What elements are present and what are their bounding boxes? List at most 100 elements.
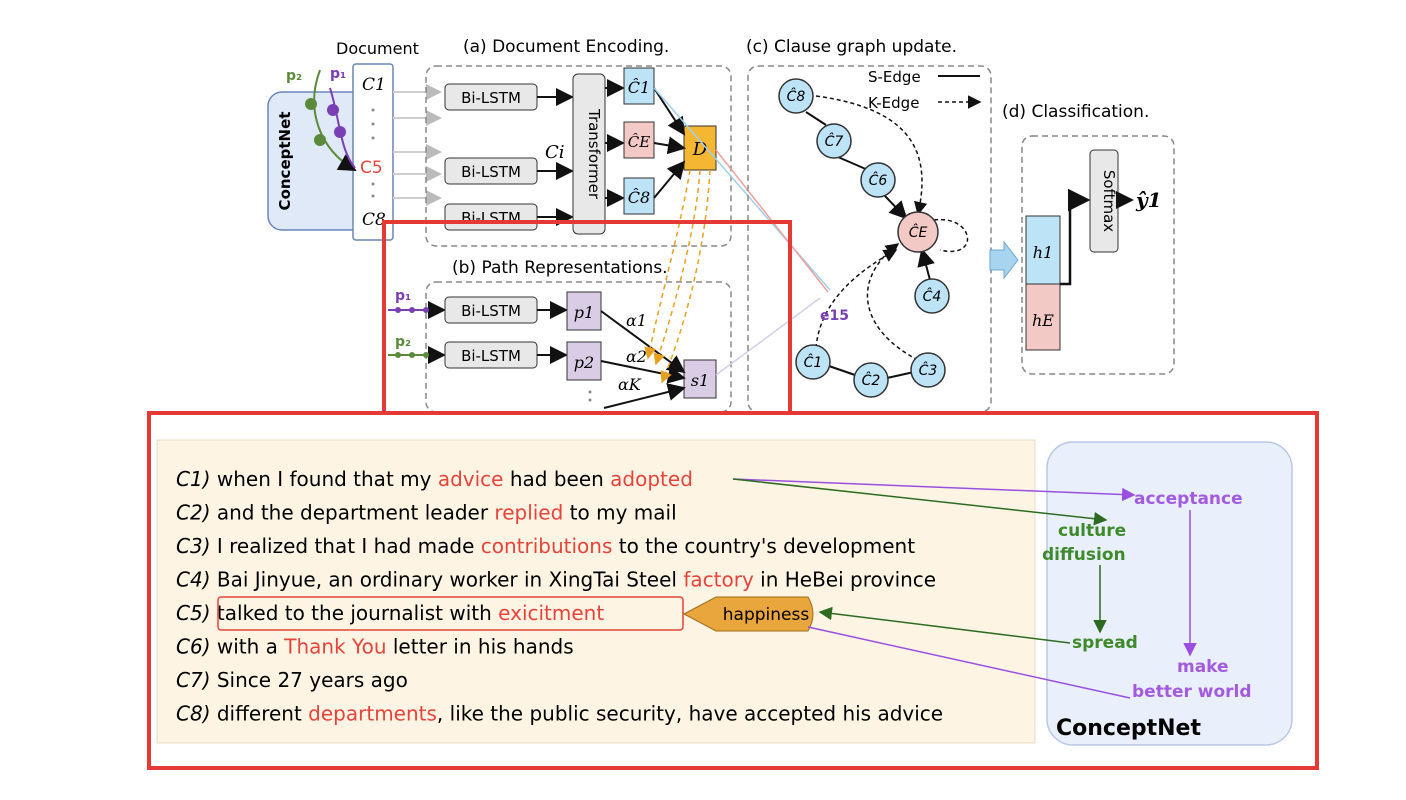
flow-arrow	[989, 240, 1019, 280]
clause-text: different	[217, 702, 308, 726]
clause-line: C4) Bai Jinyue, an ordinary worker in Xi…	[176, 568, 936, 592]
clause-text: Bai Jinyue, an ordinary worker in XingTa…	[217, 568, 683, 592]
he-label: hE	[1032, 311, 1054, 330]
path-label-p1: p₁	[330, 66, 346, 82]
h1-box	[1025, 215, 1061, 285]
alpha-2: α2	[626, 347, 647, 366]
clause-text: , like the public security, have accepte…	[437, 702, 943, 726]
doc-ellipsis	[371, 108, 375, 198]
graph-node-label: Ĉ6	[869, 171, 888, 189]
path-node	[305, 98, 317, 110]
k-edge-label: K-Edge	[868, 94, 919, 112]
graph-node-c2	[853, 362, 889, 398]
bilstm-label: Bi-LSTM	[461, 163, 521, 181]
transformer-label: Transformer	[585, 108, 603, 200]
alpha-1: α1	[626, 311, 647, 330]
d-label: D	[692, 139, 708, 160]
graph-node-label: Ĉ8	[787, 87, 806, 105]
clause-text: in HeBei province	[754, 568, 936, 592]
graph-panel	[747, 65, 992, 413]
graph-node-label: Ĉ3	[919, 361, 938, 379]
clause-keyword: Thank You	[283, 635, 386, 659]
graph-node-c7	[816, 123, 852, 159]
doc-clause-c5: C5	[360, 158, 383, 178]
clause-keyword: factory	[683, 568, 754, 592]
clause-line: C2) and the department leader replied to…	[176, 501, 677, 525]
ci-label: Ci	[545, 142, 565, 163]
concept-culture: culture	[1058, 521, 1126, 541]
doc-clause-c8: C8	[362, 210, 386, 230]
emotion-label: happiness	[723, 605, 810, 625]
clause-line: C5) talked to the journalist with exicit…	[176, 601, 604, 625]
clause-id: C4)	[176, 568, 217, 592]
clause-text: talked to the journalist with	[217, 601, 498, 625]
arrow-adopted-culture	[732, 478, 1108, 526]
graph-title: (c) Clause graph update.	[746, 37, 957, 57]
he-box	[1025, 283, 1061, 351]
clause-id: C1)	[176, 467, 217, 491]
graph-node-c3	[910, 352, 946, 388]
d-box	[683, 125, 717, 171]
clause-text: Since 27 years ago	[217, 668, 408, 692]
clause-text: to my mail	[563, 501, 676, 525]
e15-label: e15	[820, 308, 849, 324]
clause-text: had been	[503, 467, 610, 491]
graph-node-label: Ĉ1	[804, 353, 823, 371]
path-label-p2: p₂	[286, 68, 302, 84]
path-input-p2: p₂	[395, 334, 411, 350]
conceptnet-title: ConceptNet	[1056, 716, 1201, 741]
doc-encoding-panel	[425, 65, 732, 247]
graph-node-c8	[778, 78, 814, 114]
bilstm-label: Bi-LSTM	[461, 89, 521, 107]
softmax-label: Softmax	[1100, 170, 1118, 232]
chat-c1-box	[623, 67, 655, 105]
document-label: Document	[336, 39, 419, 58]
conceptnet-panel	[1046, 441, 1293, 746]
s1-label: s1	[691, 371, 709, 390]
graph-node-c4	[914, 278, 950, 314]
path-node	[314, 134, 326, 146]
transformer-box	[572, 73, 606, 235]
clause-keyword: advice	[438, 467, 504, 491]
clause-keyword: contributions	[481, 534, 613, 558]
clause-id: C6)	[176, 635, 217, 659]
clause-text: letter in his hands	[387, 635, 574, 659]
path-curve-p2	[313, 69, 357, 171]
p2-label: p2	[574, 353, 594, 372]
clause-text: and the department leader	[217, 501, 495, 525]
concept-make: make	[1177, 657, 1229, 677]
chat-c8-label: Ĉ8	[628, 187, 650, 207]
chat-ce-label: ĈE	[628, 133, 650, 151]
arrow-spread-happiness	[818, 606, 1071, 644]
p1-label: p1	[574, 303, 594, 322]
graph-node-ce	[897, 211, 939, 253]
clause-line: C6) with a Thank You letter in his hands	[176, 635, 574, 659]
clause-id: C8)	[176, 702, 217, 726]
doc-encoding-title: (a) Document Encoding.	[463, 37, 669, 57]
clause-list: C1) when I found that my advice had been…	[176, 467, 943, 726]
bilstm-label: Bi-LSTM	[461, 347, 521, 365]
arrow-adopted-acceptance	[732, 478, 1136, 502]
concept-diffusion: diffusion	[1042, 545, 1126, 565]
clause-text: I realized that I had made	[217, 534, 481, 558]
arrow-betterworld-happiness	[807, 626, 1131, 699]
graph-node-label: Ĉ2	[862, 371, 881, 389]
concept-spread: spread	[1072, 633, 1138, 653]
happiness-tag	[682, 596, 814, 632]
graph-node-c1	[795, 344, 831, 380]
s1-box	[683, 359, 717, 399]
clause-line: C1) when I found that my advice had been…	[176, 467, 693, 491]
conceptnet-label: ConceptNet	[276, 112, 294, 211]
class-title: (d) Classification.	[1002, 102, 1149, 122]
clause-keyword: exicitment	[498, 601, 604, 625]
class-panel	[1021, 135, 1175, 375]
p1-box	[566, 291, 602, 331]
bilstm-label: Bi-LSTM	[461, 302, 521, 320]
path-input-p1: p₁	[395, 288, 411, 304]
clause-text: with a	[217, 635, 284, 659]
graph-node-label: Ĉ7	[825, 132, 844, 150]
s-edge-label: S-Edge	[868, 68, 921, 86]
chat-ce-box	[623, 121, 655, 159]
path-repr-panel	[425, 281, 732, 413]
